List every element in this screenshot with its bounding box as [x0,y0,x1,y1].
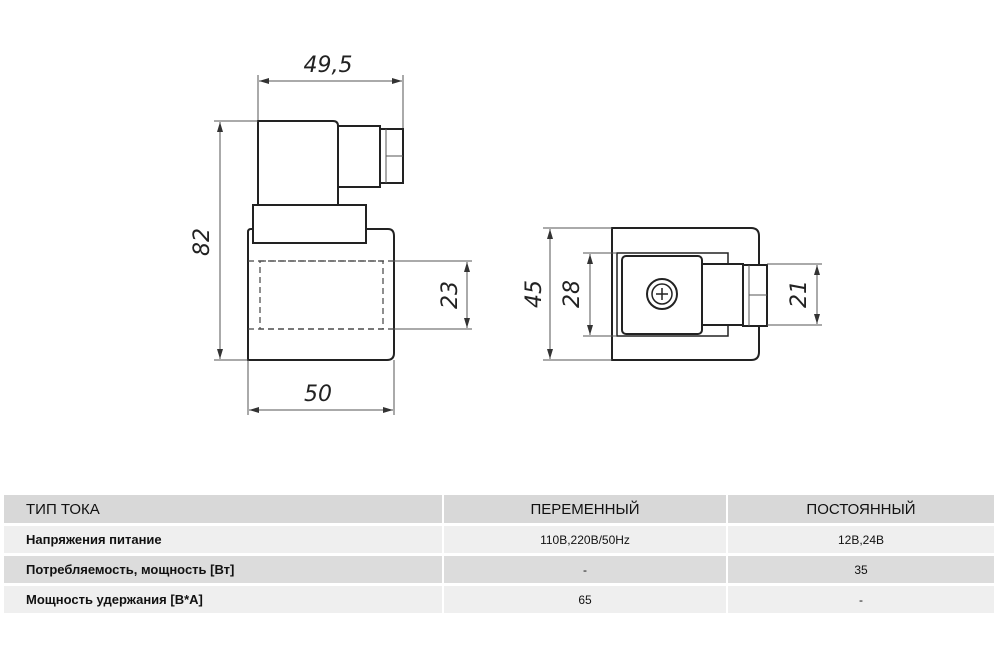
coil-flange [252,204,367,244]
dim-label-45: 45 [522,280,547,308]
cell-dc: 35 [728,556,996,583]
table-row: Потребляемость, мощность [Вт] - 35 [4,556,996,583]
front-view: 45 28 21 [522,227,822,361]
screw-icon [646,278,678,310]
dim-label-82: 82 [190,228,215,256]
row-label: Потребляемость, мощность [Вт] [4,556,444,583]
table-row: Мощность удержания [В*А] 65 - [4,586,996,613]
row-label: Напряжения питание [4,526,444,553]
cell-dc: 12В,24В [728,526,996,553]
header-dc: ПОСТОЯННЫЙ [728,495,996,523]
connector-neck [337,125,381,188]
dim-label-50: 50 [304,382,332,407]
table-row: Напряжения питание 110В,220В/50Hz 12В,24… [4,526,996,553]
header-current-type: ТИП ТОКА [4,495,444,523]
cell-ac: - [444,556,728,583]
coil-body [247,228,395,361]
row-label: Мощность удержания [В*А] [4,586,444,613]
dim-label-21: 21 [787,280,812,308]
header-ac: ПЕРЕМЕННЫЙ [444,495,728,523]
table-header: ТИП ТОКА ПЕРЕМЕННЫЙ ПОСТОЯННЫЙ [4,495,996,523]
cell-dc: - [728,586,996,613]
dim-label-49-5: 49,5 [304,53,353,78]
connector-cap [257,120,339,205]
side-view: 49,5 23 82 50 [190,53,472,415]
connector-neck [701,263,744,326]
dim-label-28: 28 [560,280,585,308]
technical-drawing: 49,5 23 82 50 45 28 21 [190,53,822,415]
dim-label-23: 23 [438,281,463,309]
specs-table: ТИП ТОКА ПЕРЕМЕННЫЙ ПОСТОЯННЫЙ Напряжени… [4,492,996,616]
cell-ac: 65 [444,586,728,613]
cell-ac: 110В,220В/50Hz [444,526,728,553]
